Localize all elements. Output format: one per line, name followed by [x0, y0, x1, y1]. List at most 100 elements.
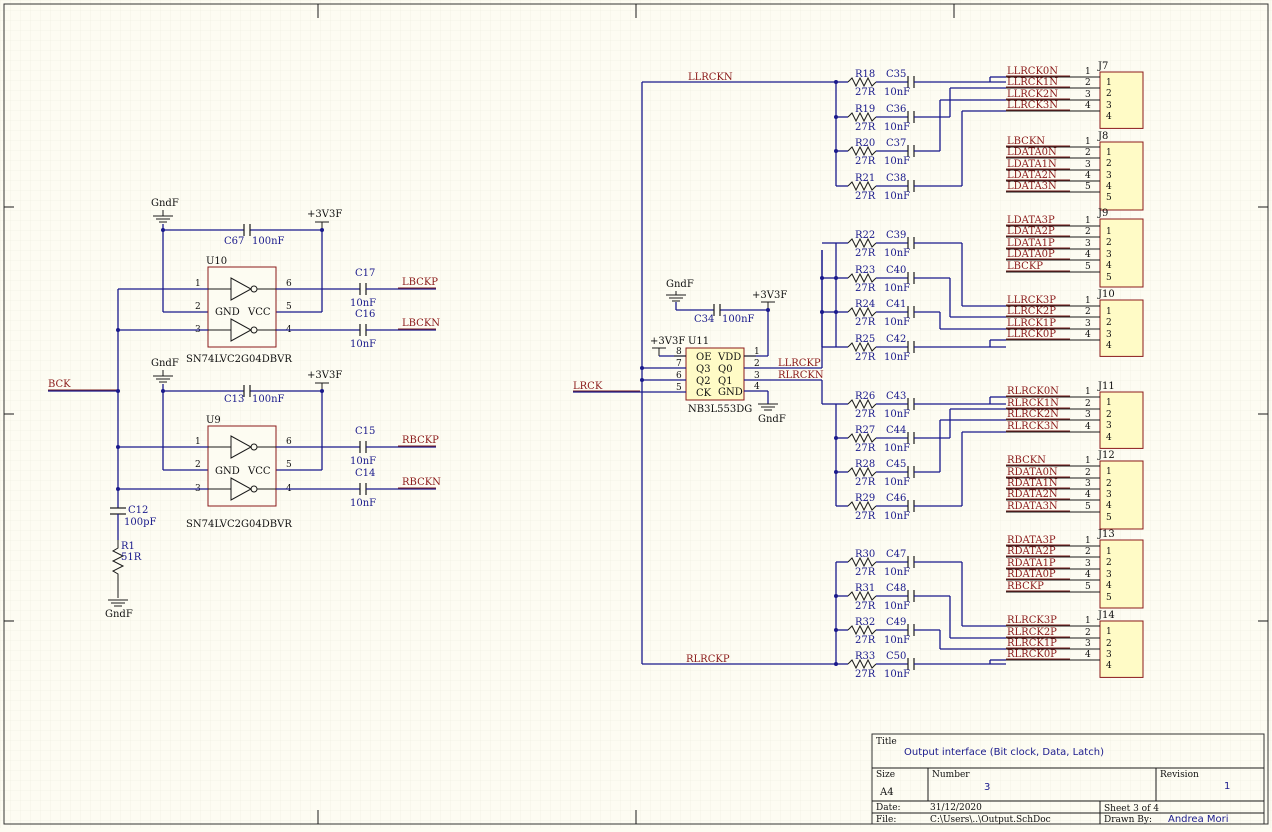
pin-number: 3: [1106, 101, 1112, 111]
pin-number: 1: [754, 347, 760, 357]
ground-symbol-icon: [153, 210, 173, 223]
net-label: RDATA2N: [1007, 489, 1058, 500]
pin-number: 1: [1085, 296, 1091, 306]
net-label: RLRCK1N: [1007, 398, 1059, 409]
resistor-icon: [847, 398, 877, 410]
cap-value: 10nF: [884, 669, 910, 680]
pin-number: 3: [1085, 160, 1091, 170]
inverter-section: GndF +3V3F C67 100nF U10 SN74LVC2G04DBVR…: [48, 198, 441, 620]
revision-value: 1: [1224, 781, 1230, 792]
net-label: RLRCK3N: [1007, 421, 1059, 432]
vcc-label: +3V3F: [650, 336, 685, 347]
cap-value: 10nF: [350, 339, 376, 350]
u10-vcc-pin: VCC: [247, 307, 271, 318]
resistor-value: 27R: [855, 191, 876, 202]
pin-number: 3: [1106, 570, 1112, 580]
resistor-icon: [111, 540, 125, 598]
pin-number: 1: [1106, 227, 1112, 237]
pin-number: 1: [1085, 216, 1091, 226]
pin-number: 2: [1106, 238, 1112, 248]
pin-number: 2: [1106, 410, 1112, 420]
r1-value: 51R: [121, 552, 142, 563]
resistor-ref: R24: [855, 299, 875, 310]
cap-ref: C40: [886, 265, 906, 276]
cap-ref: C47: [886, 549, 906, 560]
cap-value: 10nF: [884, 511, 910, 522]
net-label: LDATA0P: [1007, 249, 1055, 260]
net-label: RDATA1N: [1007, 478, 1058, 489]
pin-number: 3: [1085, 239, 1091, 249]
pin-number: 4: [1085, 330, 1091, 340]
pin-number: 5: [1106, 273, 1112, 283]
net-label: RBCKP: [1007, 581, 1044, 592]
resistor-value: 27R: [855, 283, 876, 294]
resistor-ref: R23: [855, 265, 875, 276]
ground-symbol-icon: [108, 599, 128, 607]
cap-ref: C14: [355, 468, 375, 479]
cap-ref: C50: [886, 651, 906, 662]
connector-ref: J12: [1097, 450, 1115, 461]
pin-number: 1: [1085, 616, 1091, 626]
u9-gnd-pin: GND: [215, 466, 240, 477]
resistor-ref: R32: [855, 617, 875, 628]
resistor-icon: [847, 624, 877, 636]
net-label: RLRCK2N: [1007, 409, 1059, 420]
cap-value: 10nF: [884, 191, 910, 202]
pin-number: 3: [754, 371, 760, 381]
connector-body: [1099, 299, 1144, 357]
pin-number: 3: [1085, 479, 1091, 489]
u9-part: SN74LVC2G04DBVR: [186, 519, 292, 530]
resistor-icon: [847, 111, 877, 123]
pin-number: 5: [1085, 582, 1091, 592]
u11-buffer: GndF +3V3F C34 100nF +3V3F U11 NB3L553DG…: [573, 72, 836, 665]
net-label-rlrckn: RLRCKN: [778, 370, 824, 381]
net-label: RBCKN: [402, 477, 441, 488]
number-value: 3: [984, 782, 990, 793]
net-label: LLRCK2N: [1007, 89, 1058, 100]
pin-number: 5: [1085, 182, 1091, 192]
net-label: RLRCK1P: [1007, 638, 1057, 649]
net-label: LLRCK3N: [1007, 100, 1058, 111]
resistor-ref: R20: [855, 138, 875, 149]
pin-number: 4: [1085, 650, 1091, 660]
resistor-icon: [847, 237, 877, 249]
gnd-label: GndF: [666, 279, 694, 290]
pin-number: 1: [1106, 148, 1112, 158]
net-label: RDATA3P: [1007, 535, 1056, 546]
resistor-icon: [847, 500, 877, 512]
pin-number: 4: [1106, 581, 1112, 591]
net-label-bck: BCK: [48, 379, 71, 390]
net-label: LDATA3N: [1007, 181, 1057, 192]
pin-number: 5: [286, 460, 292, 470]
pin-number: 4: [1085, 250, 1091, 260]
cap-value: 10nF: [884, 317, 910, 328]
pin-number: 2: [1085, 468, 1091, 478]
net-label: LLRCK0N: [1007, 66, 1058, 77]
resistor-ref: R31: [855, 583, 875, 594]
resistor-icon: [847, 466, 877, 478]
net-label-llrckp: LLRCKP: [778, 358, 821, 369]
drawn-label: Drawn By:: [1104, 815, 1152, 825]
pin-name: Q2: [696, 376, 711, 387]
pin-name: VDD: [717, 352, 741, 363]
net-label: LDATA1N: [1007, 159, 1057, 170]
connector-ref: J7: [1097, 61, 1108, 72]
net-label: LBCKP: [1007, 261, 1043, 272]
net-label: RLRCK3P: [1007, 615, 1057, 626]
net-label: LBCKN: [1007, 136, 1045, 147]
pin-name: Q0: [718, 364, 733, 375]
pin-number: 4: [1106, 182, 1112, 192]
net-label: LLRCK1N: [1007, 77, 1058, 88]
pin-number: 1: [1085, 536, 1091, 546]
pin-number: 2: [1085, 227, 1091, 237]
cap-value: 10nF: [884, 248, 910, 259]
net-label: LLRCK2P: [1007, 306, 1056, 317]
date-label: Date:: [876, 803, 901, 813]
connector-ref: J9: [1097, 208, 1108, 219]
net-label: RLRCK0P: [1007, 649, 1057, 660]
u10-designator: U10: [206, 256, 227, 267]
resistor-ref: R22: [855, 230, 875, 241]
vcc-label: +3V3F: [307, 209, 342, 220]
resistor-value: 27R: [855, 601, 876, 612]
